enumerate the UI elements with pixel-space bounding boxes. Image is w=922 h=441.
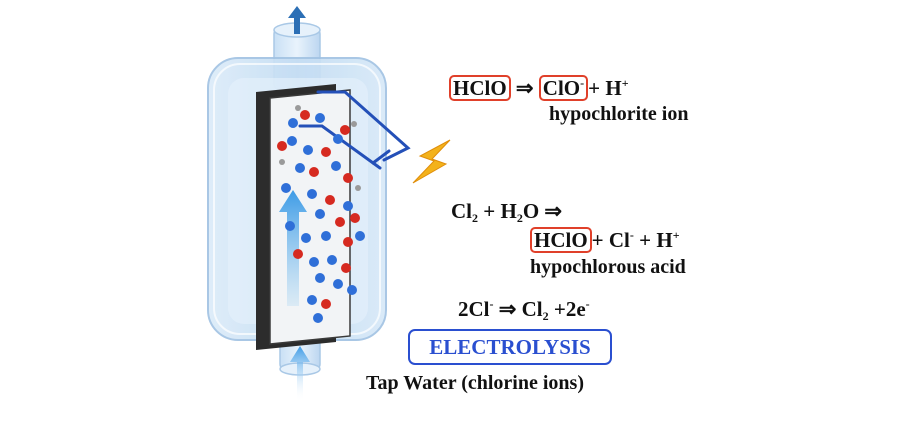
h-charge-2: +: [672, 228, 680, 242]
h-charge: +: [621, 76, 629, 90]
clo-charge: -: [580, 76, 585, 90]
cl-subscript: 2: [472, 211, 478, 225]
arrow-up-icon: [288, 6, 306, 34]
electrolysis-cell-illustration: [207, 6, 451, 402]
eq3-electron-charge: -: [585, 297, 590, 311]
hclo-highlight-2: HClO: [530, 227, 592, 253]
eq3-arrow-cl: ⇒ Cl: [493, 297, 543, 321]
eq3-chloride: 2Cl: [458, 297, 490, 321]
equation-hypochlorous-line1: Cl2 + H2O ⇒: [451, 199, 562, 225]
electrode-plate-front: [269, 89, 351, 345]
eq2-plus-h2: + H: [633, 228, 673, 252]
equation-electrolysis: 2Cl- ⇒ Cl2 +2e-: [458, 297, 590, 323]
eq1-rest: + H: [588, 76, 622, 100]
hypochlorite-ion-label: hypochlorite ion: [549, 103, 689, 125]
eq2-plus-h: + H: [478, 199, 517, 223]
eq3-chloride-charge: -: [489, 297, 494, 311]
cl-formula: Cl: [451, 199, 472, 223]
cl-charge: -: [629, 228, 634, 242]
flow-arrow-icon: [279, 190, 307, 306]
eq3-electrons: +2e: [548, 297, 586, 321]
arrow-up-icon: [290, 346, 310, 402]
clo-formula: ClO: [542, 76, 581, 100]
h-subscript: 2: [516, 211, 523, 225]
hclo-highlight: HClO: [449, 75, 511, 101]
lightning-icon: [412, 139, 451, 184]
equation-hypochlorous-line2: HClO+ Cl- + H+: [530, 227, 680, 253]
reaction-arrow: ⇒: [515, 76, 534, 100]
electrolysis-badge: ELECTROLYSIS: [408, 329, 612, 365]
eq3-cl-subscript: 2: [542, 309, 549, 323]
molecules: [277, 105, 365, 323]
equation-hypochlorite: HClO ⇒ ClO-+ H+: [449, 75, 629, 101]
hclo-formula-2: HClO: [534, 228, 588, 252]
hypochlorous-acid-label: hypochlorous acid: [530, 256, 686, 278]
hclo-formula: HClO: [453, 76, 507, 100]
eq2-plus-cl: + Cl: [591, 228, 630, 252]
clo-highlight: ClO-: [538, 75, 589, 101]
eq2-oxygen-arrow: O ⇒: [522, 199, 562, 223]
tap-water-label: Tap Water (chlorine ions): [366, 372, 584, 394]
power-wires: [298, 90, 411, 170]
